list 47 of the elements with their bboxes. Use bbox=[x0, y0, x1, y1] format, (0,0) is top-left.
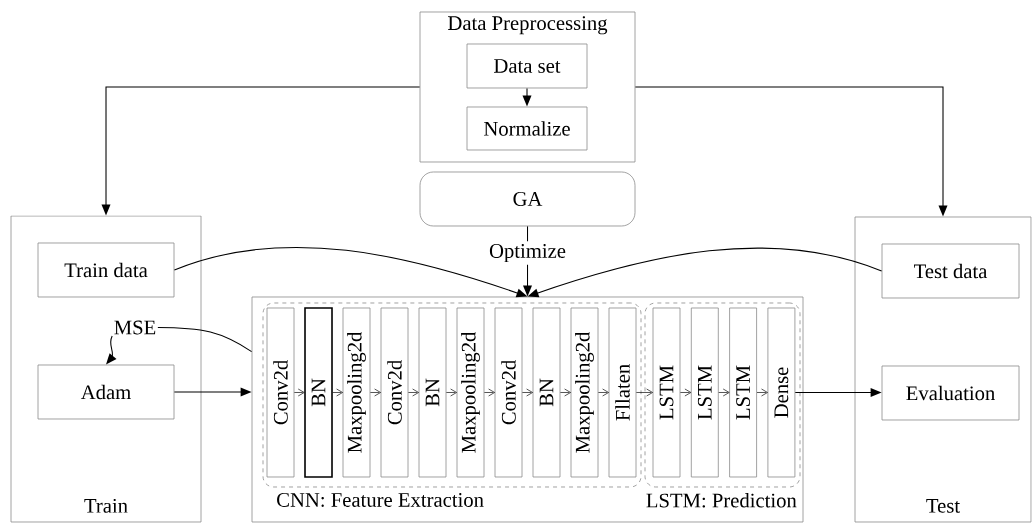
arrow bbox=[794, 388, 882, 397]
arrow bbox=[636, 388, 653, 397]
arrow bbox=[332, 388, 343, 397]
node-label: CNN: Feature Extraction bbox=[277, 493, 484, 507]
arrow bbox=[294, 388, 305, 397]
arrow bbox=[446, 388, 457, 397]
arrow bbox=[598, 388, 609, 397]
process-box: Normalize bbox=[466, 106, 588, 151]
arrow bbox=[101, 86, 421, 216]
layer-box: Maxpooling2d bbox=[342, 307, 371, 478]
model-box bbox=[251, 296, 804, 523]
layer-box: Dense bbox=[767, 307, 796, 478]
arrow bbox=[680, 388, 692, 397]
layer-box: Conv2d bbox=[266, 307, 295, 478]
arrow bbox=[173, 387, 252, 397]
arrow bbox=[527, 247, 883, 298]
layer-box: LSTM bbox=[690, 307, 719, 478]
layer-box: Conv2d bbox=[494, 307, 523, 478]
arrow bbox=[106, 335, 117, 365]
layer-box: Fllaten bbox=[608, 307, 637, 478]
process-box: Test data bbox=[881, 243, 1020, 299]
arrow bbox=[484, 388, 495, 397]
arrow bbox=[173, 246, 528, 298]
layer-box: Maxpooling2d bbox=[456, 307, 485, 478]
process-box: Evaluation bbox=[881, 365, 1020, 421]
arrow bbox=[370, 388, 381, 397]
layer-box: BN bbox=[304, 307, 333, 478]
process-box: Adam bbox=[37, 364, 175, 420]
arrow bbox=[718, 388, 730, 397]
layer-box: LSTM bbox=[729, 307, 757, 478]
process-box: Data set bbox=[466, 43, 588, 89]
layer-box: Maxpooling2d bbox=[570, 307, 599, 478]
edge-label: Optimize bbox=[486, 241, 569, 265]
arrow bbox=[522, 87, 532, 107]
layer-box: BN bbox=[532, 307, 561, 478]
arrow bbox=[634, 86, 948, 217]
loss-label: MSE bbox=[114, 320, 156, 335]
arrow bbox=[756, 388, 768, 397]
node-label: LSTM: Prediction bbox=[646, 492, 797, 508]
layer-box: LSTM bbox=[652, 307, 681, 478]
layer-box: Conv2d bbox=[380, 307, 409, 478]
arrow bbox=[522, 388, 533, 397]
arrow bbox=[408, 388, 419, 397]
process-box: Train data bbox=[37, 242, 175, 298]
arrow bbox=[560, 388, 571, 397]
rounded-box: GA bbox=[419, 171, 636, 227]
layer-box: BN bbox=[418, 307, 447, 478]
